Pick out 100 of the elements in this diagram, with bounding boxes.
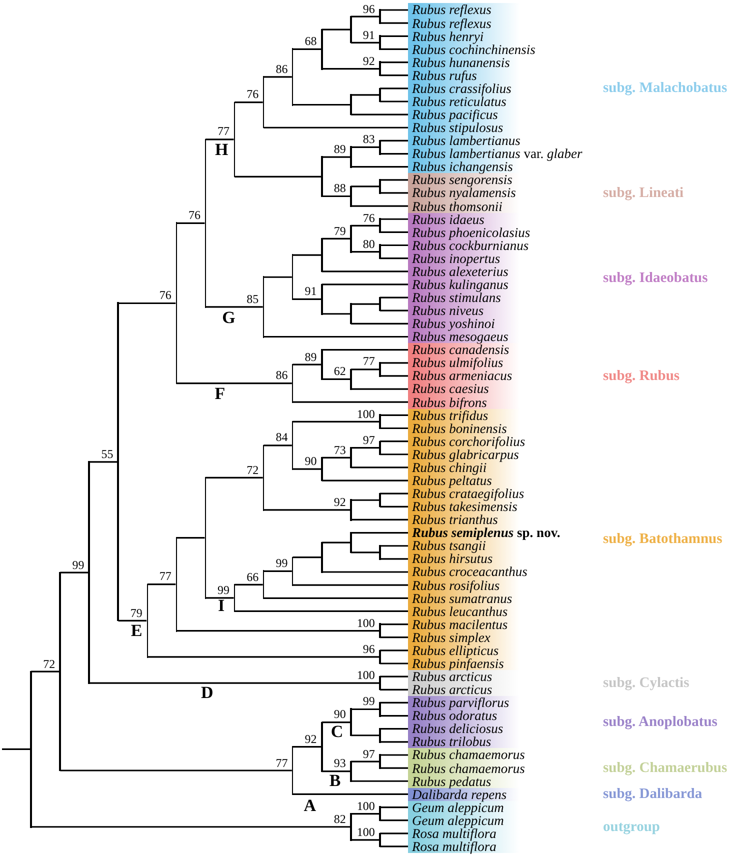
taxon-label: Rubus semiplenus sp. nov.	[408, 526, 560, 540]
taxon-label: Rubus chamaemorus	[408, 762, 525, 775]
tree-branch	[292, 364, 321, 366]
bootstrap-value: 83	[362, 133, 375, 146]
tree-branch	[350, 518, 408, 521]
tree-branch	[322, 313, 350, 315]
tree-branch	[380, 558, 408, 560]
subgenus-label: subg. Rubus	[603, 368, 680, 384]
taxon-label: Rubus stimulans	[408, 290, 501, 304]
bootstrap-value: 79	[130, 606, 142, 619]
taxon-label: Rubus canadensis	[408, 343, 510, 356]
bootstrap-value: 86	[276, 369, 288, 382]
bootstrap-value: 77	[218, 125, 230, 138]
bootstrap-value: 77	[276, 756, 288, 768]
tree-branch	[322, 68, 380, 70]
tree-branch	[292, 48, 321, 50]
tree-branch	[350, 166, 408, 168]
tree-branch	[350, 532, 408, 534]
clade-letter: B	[329, 772, 341, 789]
bootstrap-value: 100	[356, 826, 375, 838]
tree-branch	[264, 126, 408, 128]
tree-branch	[31, 670, 60, 672]
taxon-label: Rubus corchorifolius	[408, 434, 526, 448]
tree-branch	[292, 104, 350, 106]
bootstrap-value: 86	[276, 62, 288, 75]
bootstrap-value: 88	[334, 182, 346, 194]
bootstrap-value: 96	[362, 642, 375, 655]
tree-branch	[292, 401, 408, 403]
tree-branch	[322, 156, 350, 158]
tree-branch	[264, 336, 408, 338]
bootstrap-value: 77	[362, 355, 375, 368]
tree-branch	[380, 506, 408, 508]
tree-junction	[320, 156, 323, 198]
taxon-label: Geum aleppicum	[408, 814, 504, 827]
tree-junction	[320, 349, 323, 380]
subgenus-label: subg. Chamaerubus	[603, 760, 728, 776]
bootstrap-value: 99	[72, 558, 84, 571]
tree-branch	[322, 378, 350, 380]
bootstrap-value: 79	[334, 224, 346, 237]
tree-branch	[292, 420, 380, 422]
bootstrap-value: 89	[304, 350, 317, 363]
subgenus-label: subg. Idaeobatus	[603, 270, 708, 286]
taxon-label: Rubus trilobus	[408, 735, 492, 748]
bootstrap-value: 62	[334, 365, 346, 378]
taxon-label: Rubus cochinchinensis	[408, 42, 536, 56]
bootstrap-value: 99	[362, 695, 375, 708]
clade-letter: I	[218, 597, 225, 614]
tree-branch	[350, 303, 380, 305]
tree-branch	[350, 16, 380, 18]
bootstrap-value: 96	[362, 2, 375, 15]
tree-branch	[147, 656, 380, 658]
taxon-label: Rubus boninensis	[408, 422, 507, 435]
tree-branch	[234, 102, 263, 104]
bootstrap-value: 66	[246, 570, 259, 583]
taxon-label: Rubus leucanthus	[408, 604, 508, 618]
tree-junction	[320, 238, 323, 272]
tree-branch	[380, 61, 408, 64]
tree-branch	[380, 806, 408, 808]
bootstrap-value: 90	[304, 455, 317, 468]
taxon-label: Rubus reflexus	[408, 3, 492, 16]
tree-branch	[322, 349, 408, 351]
tree-branch	[322, 770, 350, 772]
bootstrap-value: 100	[356, 800, 375, 812]
tree-branch	[118, 620, 147, 622]
clade-letter: D	[201, 684, 214, 700]
tree-branch	[176, 630, 380, 632]
tree-branch	[176, 537, 205, 539]
subgenus-label: subg. Malachobatus	[603, 80, 728, 96]
tree-branch	[380, 636, 408, 638]
tree-branch	[147, 584, 176, 586]
taxon-label: Rubus trianthus	[408, 513, 498, 526]
tree-branch	[380, 820, 408, 822]
bootstrap-value: 92	[334, 496, 346, 508]
tree-branch	[380, 832, 408, 834]
tree-branch	[350, 186, 380, 188]
clade-letter: A	[304, 797, 316, 814]
tree-branch	[380, 375, 408, 377]
taxon-label: Rubus reticulatus	[408, 94, 506, 108]
tree-branch	[292, 584, 408, 586]
tree-branch	[206, 597, 234, 599]
taxon-label: Rubus peltatus	[408, 474, 492, 487]
taxon-label: Geum aleppicum	[408, 800, 504, 814]
tree-branch	[322, 456, 350, 458]
taxon-label: Rubus odoratus	[408, 709, 498, 722]
taxon-label: Rubus lambertianus var. glaber	[408, 147, 582, 160]
bootstrap-value: 92	[304, 732, 317, 745]
taxon-label: Rubus caesius	[408, 382, 489, 396]
taxon-label: Rubus hunanensis	[408, 56, 510, 69]
bootstrap-value: 76	[362, 212, 375, 224]
subgenus-label: subg. Cylactis	[603, 675, 690, 692]
taxon-label: Rubus ellipticus	[408, 644, 499, 657]
taxon-label: Rubus pedatus	[408, 774, 492, 788]
bootstrap-value: 76	[188, 209, 200, 222]
subgenus-label: subg. Lineati	[603, 184, 684, 201]
tree-branch	[350, 205, 408, 207]
tree-branch	[292, 556, 321, 558]
taxon-label: Rubus crassifolius	[408, 82, 512, 95]
bootstrap-value: 97	[362, 748, 375, 760]
tree-branch	[292, 746, 321, 748]
tree-branch	[234, 584, 263, 586]
